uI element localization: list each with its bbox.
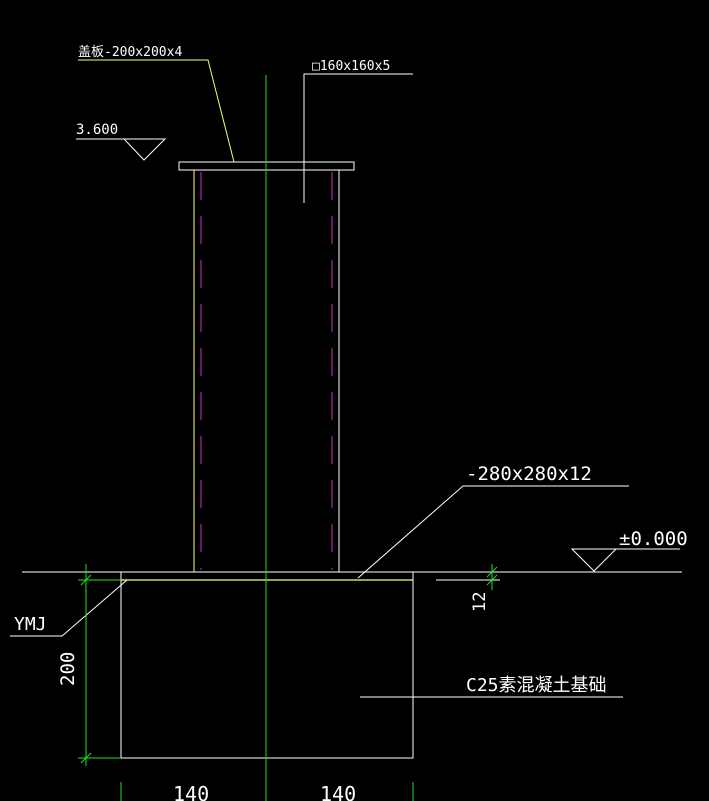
ground-elevation-triangle xyxy=(570,548,618,572)
thickness-tick-top xyxy=(486,566,498,578)
cover-plate-label: 盖板-200x200x4 xyxy=(78,45,182,60)
ground-elevation-label: ±0.000 xyxy=(619,528,688,550)
height-tick-bottom xyxy=(80,752,92,764)
tube-leader xyxy=(303,73,413,203)
tube-label: □160x160x5 xyxy=(312,59,390,74)
cover-plate-leader xyxy=(78,59,235,163)
base-plate-label: -280x280x12 xyxy=(466,463,592,485)
anchor-leader xyxy=(10,579,128,637)
concrete-footing xyxy=(120,579,414,759)
thickness-label: 12 xyxy=(470,592,490,612)
anchor-label: YMJ xyxy=(14,614,47,635)
footing-note-label: C25素混凝土基础 xyxy=(466,675,607,696)
top-elevation-label: 3.600 xyxy=(76,122,118,138)
thickness-tick-bottom xyxy=(486,574,498,586)
half-width-right-label: 140 xyxy=(320,782,356,801)
base-plate-leader xyxy=(357,485,629,579)
half-width-left-label: 140 xyxy=(173,782,209,801)
footing-height-label: 200 xyxy=(57,652,79,686)
top-elevation-triangle xyxy=(122,138,167,161)
height-tick-top xyxy=(80,574,92,586)
